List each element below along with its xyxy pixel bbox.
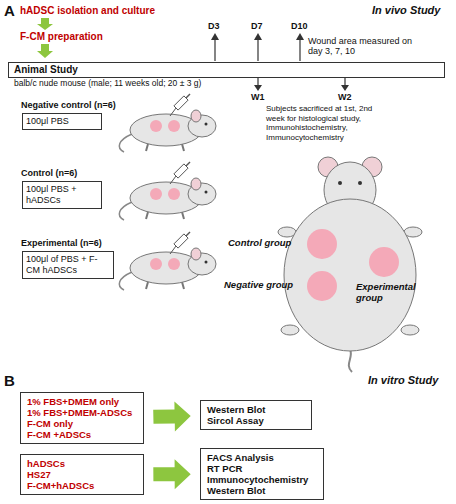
assay-box: Western BlotSircol Assay [200,400,312,430]
arrow-head [296,33,304,40]
week-label: W1 [251,92,265,102]
section-title: In vivo Study [372,4,440,17]
arrow-shape [153,401,191,431]
box-text: FACS Analysis [207,452,317,463]
mouse-eye [338,181,342,185]
flow-arrow [37,44,53,58]
box-text: 100μl of PBS + F-CM hADSCs [26,254,110,276]
timepoint-arrow [214,38,215,61]
section-title: In vitro Study [368,374,438,387]
day-label: D3 [208,21,220,31]
box-text: Western Blot [207,485,317,496]
day-label: D10 [291,21,308,31]
mouse-eye [358,181,362,185]
side-mouse [119,232,216,290]
box-text: F-CM only [27,418,137,429]
arrow-head [341,85,349,91]
arrow-shape [153,459,190,489]
box-text: 1% FBS+DMEM-ADSCs [27,407,137,418]
side-mouse [119,162,216,220]
box-text: RT PCR [207,463,317,474]
box-text: hADSCs [27,458,137,469]
box-text: 1% FBS+DMEM only [27,396,137,407]
box-text: 100μl PBS + hADSCs [26,184,98,206]
mouse-body [284,199,416,351]
mouse-paw [281,325,299,335]
day-label: D7 [251,21,263,31]
block-arrow [153,401,191,431]
note-text: Subjects sacrificed at 1st, 2nd week for… [266,104,384,142]
group-label: Experimental group [356,282,420,304]
condition-box: 1% FBS+DMEM only1% FBS+DMEM-ADSCsF-CM on… [20,392,144,444]
week-label: W2 [338,92,352,102]
arrow-head [254,85,262,91]
wound-circle [307,271,337,301]
box-text: Immunocytochemistry [207,474,317,485]
panel-letter: B [4,372,15,389]
box-text: Western Blot [207,404,305,415]
group-heading: Experimental (n=6) [21,238,102,249]
box-text: HS27 [27,469,137,480]
group-heading: Control (n=6) [21,168,77,179]
note-text: Wound area measured on day 3, 7, 10 [308,36,420,57]
box-text: Animal Study [14,64,439,76]
note-text: balb/c nude mouse (male; 11 weeks old; 2… [14,79,201,89]
treatment-box: Control (n=6)100μl PBS + hADSCs [22,181,102,209]
mouse-tail [349,349,352,372]
timepoint-arrow [299,38,300,61]
box-text: 100μl PBS [26,116,98,127]
timepoint-arrow [344,77,345,86]
step-text: F-CM preparation [20,31,103,43]
side-mouse [119,94,216,152]
box-text: Sircol Assay [207,415,305,426]
step-text: hADSC isolation and culture [20,5,155,17]
treatment-box: Negative control (n=6)100μl PBS [22,113,102,130]
arrow-head [254,33,262,40]
mouse-paw [401,325,419,335]
panel-letter: A [4,2,15,19]
timepoint-arrow [257,38,258,61]
group-heading: Negative control (n=6) [21,100,116,111]
arrow-head [211,33,219,40]
group-label: Negative group [224,280,293,291]
condition-box: hADSCsHS27F-CM+hADSCs [20,454,144,495]
treatment-box: Experimental (n=6)100μl of PBS + F-CM hA… [22,251,114,279]
timeline-bar: Animal Study [8,62,445,78]
flow-arrow [37,18,53,30]
box-text: F-CM+hADSCs [27,480,137,491]
timepoint-arrow [257,77,258,86]
block-arrow [153,459,190,489]
box-text: F-CM +ADSCs [27,429,137,440]
wound-circle [369,247,399,277]
assay-box: FACS AnalysisRT PCRImmunocytochemistryWe… [200,448,324,500]
group-label: Control group [228,238,291,249]
wound-circle [307,229,337,259]
